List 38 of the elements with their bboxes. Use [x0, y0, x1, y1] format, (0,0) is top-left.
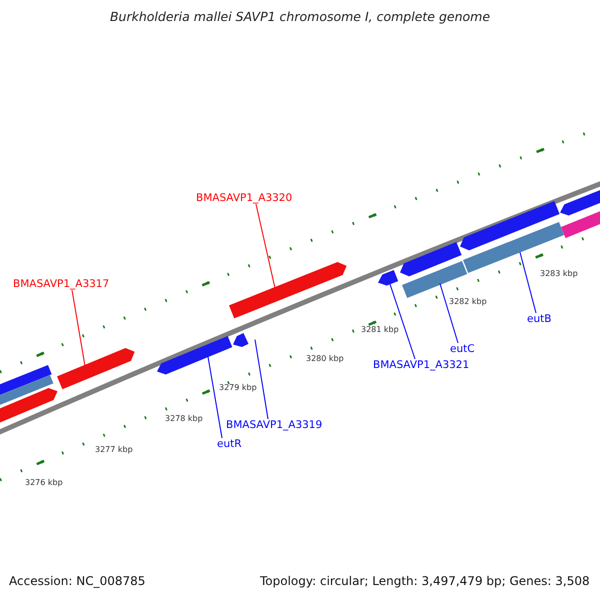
- leader-line: [256, 204, 276, 289]
- gene-bar: [402, 260, 468, 298]
- leader-line: [390, 284, 416, 360]
- leader-line: [254, 339, 268, 420]
- scale-label: 3276 kbp: [25, 478, 63, 488]
- gene-block: [560, 189, 600, 216]
- scale-label: 3277 kbp: [95, 445, 133, 454]
- gene-label: BMASAVP1_A3320: [196, 192, 292, 204]
- gene-block: [57, 348, 135, 390]
- gene-block: [233, 332, 248, 346]
- gene-block: [400, 242, 462, 276]
- scale-label: 3281 kbp: [361, 325, 399, 334]
- leader-line: [520, 252, 536, 314]
- gene-bar: [0, 374, 54, 406]
- map-title: Burkholderia mallei SAVP1 chromosome I, complete genome: [108, 10, 492, 24]
- scale-label: 3279 kbp: [219, 383, 257, 392]
- gene-block: [378, 270, 398, 286]
- gene-label: BMASAVP1_A3319: [226, 419, 322, 432]
- leader-line: [72, 290, 86, 367]
- leader-line: [440, 283, 458, 344]
- gene-bar: [0, 365, 52, 397]
- gene-block: [229, 262, 347, 318]
- gene-label: eutC: [450, 343, 475, 356]
- leader-line: [208, 356, 222, 438]
- scale-label: 3280 kbp: [306, 354, 344, 364]
- gene-block: [0, 388, 57, 423]
- gene-block: [157, 336, 232, 375]
- gene-label: BMASAVP1_A3317: [13, 278, 110, 290]
- gene-block: [460, 200, 560, 250]
- gene-label: eutB: [527, 313, 552, 326]
- scale-label: 3278 kbp: [165, 414, 203, 424]
- footer-text: Accession: NC_008785: [9, 575, 146, 589]
- gene-label: eutR: [217, 438, 242, 450]
- footer-text: Topology: circular; Length: 3,497,479 bp; Genes: 3,508: [260, 575, 590, 589]
- gene-bar: [560, 210, 600, 239]
- scale-label: 3283 kbp: [540, 269, 578, 278]
- scale-label: 3282 kbp: [449, 297, 487, 306]
- gene-label: BMASAVP1_A3321: [373, 359, 470, 372]
